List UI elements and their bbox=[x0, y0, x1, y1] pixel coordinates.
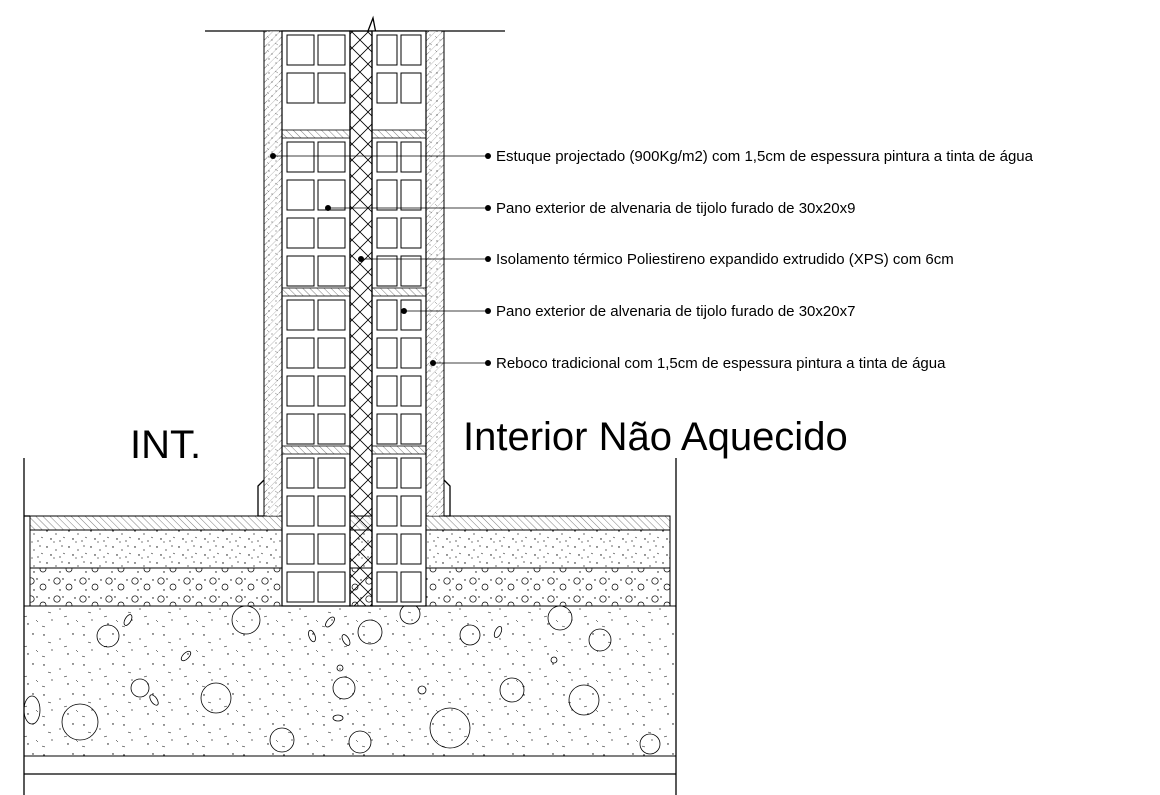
brick-cell bbox=[376, 375, 398, 407]
brick-cell bbox=[317, 375, 346, 407]
brick-cell bbox=[376, 495, 398, 527]
brick-cell bbox=[376, 533, 398, 565]
brick-cell bbox=[286, 179, 315, 211]
brick-cell bbox=[400, 571, 422, 603]
wall bbox=[257, 30, 451, 607]
brick-cell bbox=[286, 457, 315, 489]
brick-cell bbox=[376, 255, 398, 287]
brick-cell bbox=[286, 375, 315, 407]
callout-isolamento-xps: Isolamento térmico Poliestireno expandid… bbox=[496, 251, 954, 268]
brick-cell bbox=[400, 141, 422, 173]
leaders bbox=[270, 153, 491, 366]
mortar-joint bbox=[371, 129, 427, 139]
brick-cell bbox=[400, 337, 422, 369]
mortar-joint bbox=[371, 287, 427, 297]
mortar-joint bbox=[281, 445, 351, 455]
brick-cell bbox=[317, 179, 346, 211]
brick-cell bbox=[400, 533, 422, 565]
brick-cell bbox=[376, 299, 398, 331]
brick-cell bbox=[286, 533, 315, 565]
brick-cell bbox=[286, 255, 315, 287]
mortar-joint bbox=[281, 287, 351, 297]
brick-cell bbox=[286, 34, 315, 66]
brick-cell bbox=[286, 217, 315, 249]
brick-cell bbox=[376, 457, 398, 489]
brick-cell bbox=[400, 413, 422, 445]
brick-cell bbox=[376, 179, 398, 211]
brick-cell bbox=[376, 217, 398, 249]
callout-pano-30x20x9: Pano exterior de alvenaria de tijolo fur… bbox=[496, 200, 855, 217]
brick-cell bbox=[286, 413, 315, 445]
brick-cell bbox=[400, 457, 422, 489]
brick-cell bbox=[286, 72, 315, 104]
brick-cell bbox=[400, 495, 422, 527]
label-interior-nao-aquecido: Interior Não Aquecido bbox=[463, 415, 848, 459]
callout-estuque: Estuque projectado (900Kg/m2) com 1,5cm … bbox=[496, 148, 1034, 165]
brick-cell bbox=[400, 72, 422, 104]
brick-cell bbox=[286, 571, 315, 603]
brick-cell bbox=[317, 72, 346, 104]
brick-cell bbox=[286, 299, 315, 331]
brick-cell bbox=[376, 413, 398, 445]
brick-cell bbox=[400, 375, 422, 407]
brick-cell bbox=[400, 255, 422, 287]
mortar-joint bbox=[371, 445, 427, 455]
callout-reboco: Reboco tradicional com 1,5cm de espessur… bbox=[496, 355, 946, 372]
brick-cell bbox=[400, 217, 422, 249]
brick-cell bbox=[317, 299, 346, 331]
brick-cell bbox=[317, 34, 346, 66]
brick-cell bbox=[376, 337, 398, 369]
brick-cell bbox=[317, 255, 346, 287]
callout-pano-30x20x7: Pano exterior de alvenaria de tijolo fur… bbox=[496, 303, 855, 320]
brick-cell bbox=[317, 337, 346, 369]
brick-cell bbox=[376, 34, 398, 66]
mortar-joint bbox=[281, 129, 351, 139]
brick-cell bbox=[317, 413, 346, 445]
brick-cell bbox=[317, 533, 346, 565]
brick-cell bbox=[317, 495, 346, 527]
brick-cell bbox=[376, 141, 398, 173]
brick-cell bbox=[317, 457, 346, 489]
brick-cell bbox=[400, 299, 422, 331]
brick-cell bbox=[400, 179, 422, 211]
brick-cell bbox=[376, 571, 398, 603]
brick-cell bbox=[317, 571, 346, 603]
brick-cell bbox=[286, 495, 315, 527]
brick-cell bbox=[376, 72, 398, 104]
brick-cell bbox=[317, 141, 346, 173]
brick-cell bbox=[286, 337, 315, 369]
label-int: INT. bbox=[130, 423, 201, 467]
brick-cell bbox=[286, 141, 315, 173]
brick-cell bbox=[400, 34, 422, 66]
brick-cell bbox=[317, 217, 346, 249]
